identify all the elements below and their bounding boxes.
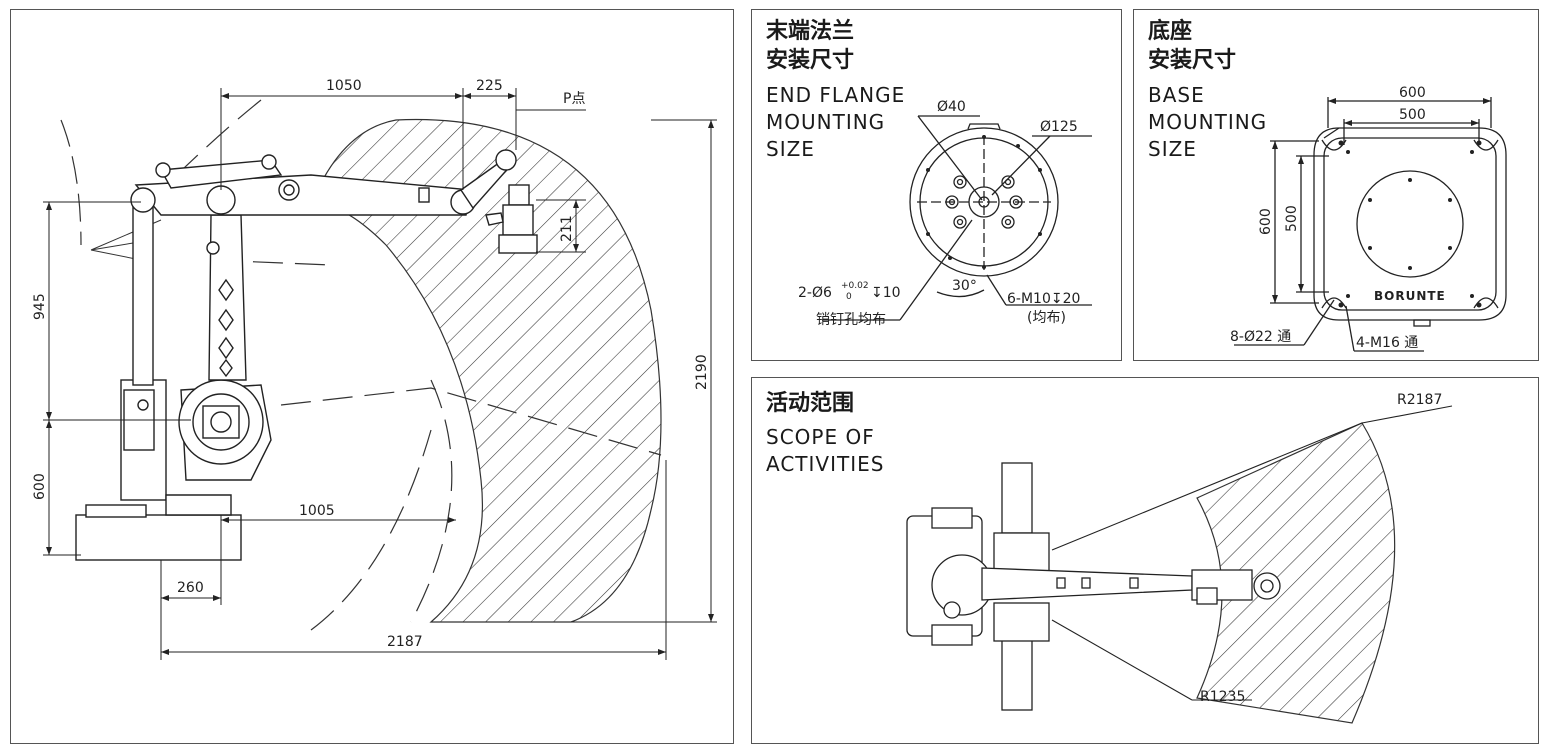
base-title-en-2: MOUNTING: [1148, 110, 1268, 134]
flange-tol-lower: 0: [846, 292, 852, 302]
flange-panel: 末端法兰 安装尺寸 END FLANGE MOUNTING SIZE: [751, 9, 1122, 361]
flange-thread: 6-M10↧20: [1007, 291, 1080, 307]
base-title-cn-2: 安装尺寸: [1148, 48, 1237, 73]
dim-total-height: 2190: [694, 354, 710, 390]
flange-thread-note: (均布): [1027, 310, 1066, 326]
robot-base: [75, 379, 242, 561]
scope-robot-top-view: [906, 462, 1281, 711]
dim-height-lower: 600: [32, 473, 48, 500]
scope-drawing: R2187 R1235: [906, 392, 1453, 724]
base-threads: 4-M16 通: [1356, 335, 1418, 351]
flange-title-en-2: MOUNTING: [766, 110, 886, 134]
flange-pin-depth: ↧10: [871, 285, 901, 301]
robot-wrist: [485, 149, 538, 254]
scope-title-en-2: ACTIVITIES: [766, 452, 885, 476]
side-view-drawing: 1050 225 P点 945 600 2190 211 1005 260 21…: [32, 78, 717, 660]
dim-total-reach: 2187: [387, 634, 423, 650]
dim-wrist-offset: 225: [476, 78, 503, 94]
scope-panel: 活动范围 SCOPE OF ACTIVITIES: [751, 377, 1539, 744]
scope-r-inner: R1235: [1200, 689, 1245, 705]
flange-title-en-3: SIZE: [766, 137, 815, 161]
flange-pin-note: 销钉孔均布: [816, 312, 886, 328]
flange-drawing: Ø40 Ø125 2-Ø6 +0.02 0 ↧10 销钉孔均布 30° 6-M1…: [798, 99, 1092, 328]
dim-height-upper: 945: [32, 293, 48, 320]
scope-r-outer: R2187: [1397, 392, 1442, 408]
base-title-cn-1: 底座: [1148, 19, 1193, 44]
base-title-en-1: BASE: [1148, 83, 1205, 107]
robot-column: [132, 204, 247, 386]
side-view-panel: 1050 225 P点 945 600 2190 211 1005 260 21…: [10, 9, 734, 744]
flange-title-cn-2: 安装尺寸: [766, 48, 855, 73]
flange-title-cn-1: 末端法兰: [766, 19, 855, 44]
flange-title-en-1: END FLANGE: [766, 83, 906, 107]
dim-reach-upper: 1050: [326, 78, 362, 94]
dim-inner-radius: 1005: [299, 503, 335, 519]
base-title-en-3: SIZE: [1148, 137, 1197, 161]
base-holes: 8-Ø22 通: [1230, 329, 1291, 345]
base-width-inner: 500: [1399, 107, 1426, 123]
dim-wrist-drop: 211: [559, 215, 575, 242]
robot-rotary-joint: [178, 379, 272, 481]
flange-tol-upper: +0.02: [841, 281, 869, 291]
flange-pin-hole: 2-Ø6: [798, 285, 832, 301]
base-depth-inner: 500: [1284, 205, 1300, 232]
scope-title-en-1: SCOPE OF: [766, 425, 875, 449]
scope-workspace-region: [1196, 422, 1396, 724]
scope-title-cn: 活动范围: [766, 391, 855, 416]
base-width-outer: 600: [1399, 85, 1426, 101]
base-panel: 底座 安装尺寸 BASE MOUNTING SIZE: [1133, 9, 1539, 361]
dim-base-offset: 260: [177, 580, 204, 596]
base-brand-logo: BORUNTE: [1374, 289, 1446, 303]
base-depth-outer: 600: [1258, 208, 1274, 235]
base-drawing: 600 500 600 500 BORUNTE 8-Ø22 通 4-M16 通: [1230, 85, 1507, 352]
flange-dia-inner: Ø40: [937, 99, 966, 115]
flange-angle: 30°: [952, 278, 977, 294]
flange-dia-outer: Ø125: [1040, 119, 1078, 135]
p-point-label: P点: [563, 91, 585, 107]
